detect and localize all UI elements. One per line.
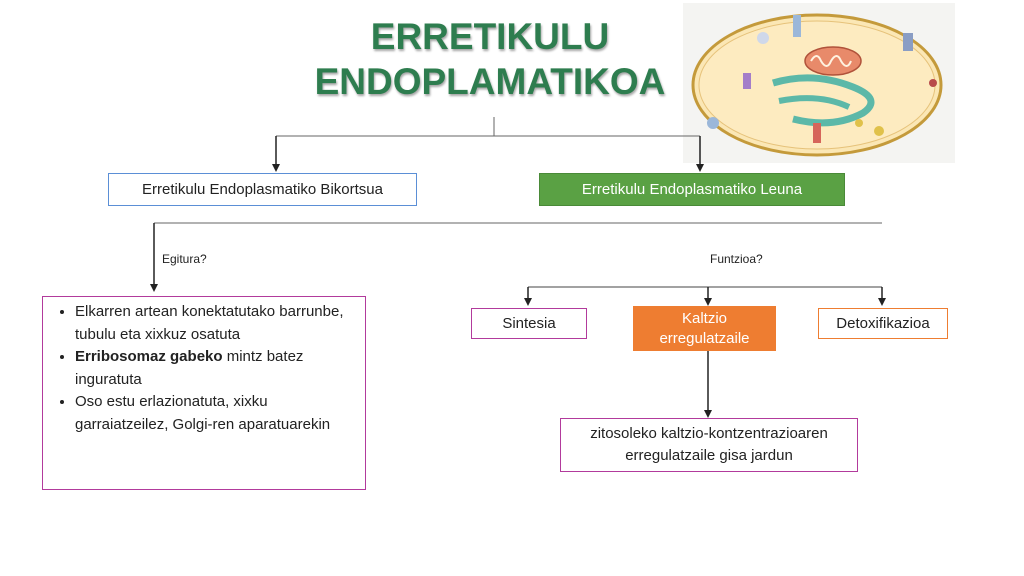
smooth-er-box: Erretikulu Endoplasmatiko Leuna (539, 173, 845, 206)
synthesis-box: Sintesia (471, 308, 587, 339)
synthesis-label: Sintesia (502, 315, 556, 332)
page-title: ERRETIKULU ENDOPLAMATIKOA (300, 14, 680, 104)
detox-label: Detoxifikazioa (836, 315, 930, 332)
calcium-detail-box: zitosoleko kaltzio-kontzentrazioaren err… (560, 418, 858, 472)
function-question: Funtzioa? (710, 252, 763, 266)
calcium-box: Kaltzio erregulatzaile (633, 306, 776, 351)
structure-question: Egitura? (162, 252, 207, 266)
structure-bullet-box: Elkarren artean konektatutako barrunbe, … (42, 296, 366, 490)
calcium-detail-label: zitosoleko kaltzio-kontzentrazioaren err… (590, 425, 828, 464)
structure-bullet-2: Erribosomaz gabeko mintz batez inguratut… (75, 346, 357, 391)
structure-bullet-list: Elkarren artean konektatutako barrunbe, … (55, 301, 357, 436)
rough-er-label: Erretikulu Endoplasmatiko Bikortsua (142, 181, 383, 198)
structure-bullet-1: Elkarren artean konektatutako barrunbe, … (75, 301, 357, 346)
smooth-er-label: Erretikulu Endoplasmatiko Leuna (581, 181, 803, 198)
title-line-1: ERRETIKULU (370, 16, 610, 57)
bullet-text: Oso estu erlazionatuta, xixku garraiatze… (75, 393, 331, 433)
detox-box: Detoxifikazioa (818, 308, 948, 339)
bullet-text: mintz batez inguratuta (75, 348, 304, 388)
structure-bullet-3: Oso estu erlazionatuta, xixku garraiatze… (75, 391, 357, 436)
calcium-label: Kaltzio erregulatzaile (659, 309, 750, 347)
bullet-text: Elkarren artean konektatutako barrunbe, … (75, 303, 344, 343)
cell-calcium-diagram-image (683, 3, 955, 163)
rough-er-box: Erretikulu Endoplasmatiko Bikortsua (108, 173, 417, 206)
title-line-2: ENDOPLAMATIKOA (314, 61, 666, 102)
bullet-bold: Erribosomaz gabeko (75, 348, 223, 365)
